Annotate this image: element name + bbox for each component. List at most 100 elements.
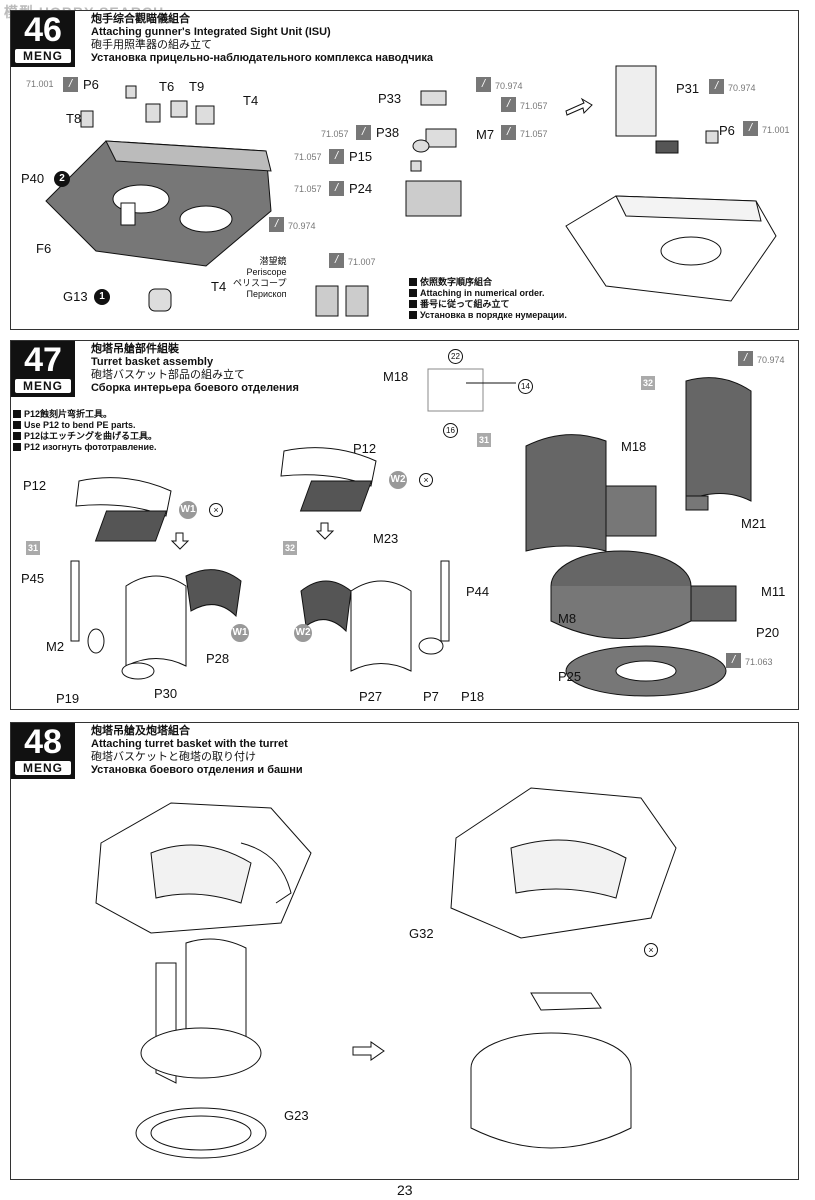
paint-code: 71.001 <box>762 125 790 135</box>
note-line: P12 изогнуть фототравление. <box>13 442 157 453</box>
no-glue-icon: × <box>209 503 223 517</box>
title-cn: 炮塔吊艙及炮塔組合 <box>91 725 190 737</box>
periscope-cn: 潜望鏡 <box>259 256 287 266</box>
part-label: P6 <box>83 77 99 92</box>
g13-part <box>148 288 172 312</box>
turret-basket-drawing <box>525 377 752 697</box>
knife-icon: / <box>269 217 284 232</box>
note-line: 依照数字順序組合 <box>409 277 567 288</box>
knife-icon: / <box>726 653 741 668</box>
step-ref: 32 <box>641 376 655 390</box>
periscope-drawing <box>315 285 369 317</box>
arrow <box>352 1041 385 1061</box>
part-label: M18 <box>383 369 409 384</box>
brand-logo: MENG <box>15 379 71 393</box>
part-label: P27 <box>359 689 383 704</box>
paint-code: 71.007 <box>348 257 376 267</box>
title-jp: 砲塔バスケット部品の組み立て <box>91 369 245 381</box>
title-cn: 炮塔吊艙部件組裝 <box>91 343 179 355</box>
periscope-jp: ペリスコープ <box>233 278 287 288</box>
part-label: M18 <box>621 439 647 454</box>
assembly-notes: 依照数字順序組合 Attaching in numerical order. 番… <box>409 277 567 321</box>
step-number: 46 <box>24 11 62 49</box>
note-line: Attaching in numerical order. <box>409 288 567 299</box>
basket-drawing-left <box>135 938 267 1159</box>
order-number: 1 <box>94 289 110 305</box>
step-titles: 炮塔吊艙及炮塔組合 Attaching turret basket with t… <box>91 725 303 777</box>
step-47-panel: 47 MENG 炮塔吊艙部件組裝 Turret basket assembly … <box>10 340 799 710</box>
no-glue-icon: × <box>419 473 433 487</box>
step-ref-circle: 22 <box>448 349 463 364</box>
pe-bend-drawing <box>75 477 172 542</box>
knife-icon: / <box>329 181 344 196</box>
schematic-drawing <box>427 368 516 412</box>
paint-code: 71.057 <box>520 101 548 111</box>
pe-bend-icon: W1 <box>179 501 197 519</box>
part-label: M21 <box>741 516 767 531</box>
title-en: Turret basket assembly <box>91 356 214 368</box>
part-label: T8 <box>66 111 82 126</box>
pe-bend-drawing <box>280 447 377 512</box>
step-badge: 47 MENG <box>11 341 75 397</box>
part-label: P24 <box>349 181 373 196</box>
turret-drawing-right <box>450 787 677 1149</box>
note-line: 番号に従って組み立て <box>409 299 567 310</box>
down-arrow <box>170 532 190 550</box>
note-line: Установка в порядке нумерации. <box>409 310 567 321</box>
step-ref-circle: 14 <box>518 379 533 394</box>
step-titles: 炮塔吊艙部件組裝 Turret basket assembly 砲塔バスケット部… <box>91 343 299 395</box>
step-ref: 32 <box>283 541 297 555</box>
knife-icon: / <box>329 253 344 268</box>
brand-logo: MENG <box>15 49 71 63</box>
title-ru: Установка боевого отделения и башни <box>91 764 303 776</box>
title-cn: 炮手综合觀瞄儀組合 <box>91 13 190 25</box>
knife-icon: / <box>63 77 78 92</box>
pe-bend-icon: W2 <box>389 471 407 489</box>
hull-drawing-left <box>45 140 272 267</box>
no-glue-icon: × <box>644 943 658 957</box>
isu-drawing <box>405 90 462 217</box>
part-label: M11 <box>761 584 786 599</box>
knife-icon: / <box>356 125 371 140</box>
part-label: M7 <box>476 127 495 142</box>
part-label: P44 <box>466 584 490 599</box>
part-label: P30 <box>154 686 178 701</box>
note-line: P12はエッチングを曲げる工具。 <box>13 431 157 442</box>
hull-drawing-right <box>565 65 777 302</box>
knife-icon: / <box>476 77 491 92</box>
part-label: P7 <box>423 689 439 704</box>
part-label: P18 <box>461 689 485 704</box>
part-label: G13 <box>63 289 88 304</box>
knife-icon: / <box>329 149 344 164</box>
order-number: 2 <box>54 171 70 187</box>
periscope-label: 潜望鏡 Periscope ペリスコープ Перископ <box>233 256 286 300</box>
step-number: 48 <box>24 723 62 761</box>
pe-bend-icon: W1 <box>231 624 249 642</box>
periscope-en: Periscope <box>246 267 287 277</box>
knife-icon: / <box>501 97 516 112</box>
title-en: Attaching gunner's Integrated Sight Unit… <box>91 26 331 38</box>
step-titles: 炮手综合觀瞄儀組合 Attaching gunner's Integrated … <box>91 13 433 65</box>
part-label: M8 <box>558 611 577 626</box>
title-jp: 砲塔バスケットと砲塔の取り付け <box>91 751 256 763</box>
step-ref: 31 <box>26 541 40 555</box>
part-label: P25 <box>558 669 582 684</box>
basket-segment-middle <box>300 560 450 672</box>
part-label: F6 <box>36 241 52 256</box>
step-badge: 48 MENG <box>11 723 75 779</box>
note-line: P12蝕刻片弯折工具。 <box>13 409 157 420</box>
knife-icon: / <box>738 351 753 366</box>
part-label: T9 <box>189 79 205 94</box>
title-en: Attaching turret basket with the turret <box>91 738 288 750</box>
part-label: T6 <box>159 79 175 94</box>
part-label: P38 <box>376 125 400 140</box>
paint-code: 71.001 <box>26 79 54 89</box>
knife-icon: / <box>709 79 724 94</box>
part-label: M23 <box>373 531 399 546</box>
down-arrow <box>315 522 335 540</box>
part-label: P31 <box>676 81 700 96</box>
paint-code: 71.063 <box>745 657 773 667</box>
part-parts-drawing <box>80 85 215 128</box>
title-ru: Сборка интерьера боевого отделения <box>91 382 299 394</box>
paint-code: 71.057 <box>294 152 322 162</box>
